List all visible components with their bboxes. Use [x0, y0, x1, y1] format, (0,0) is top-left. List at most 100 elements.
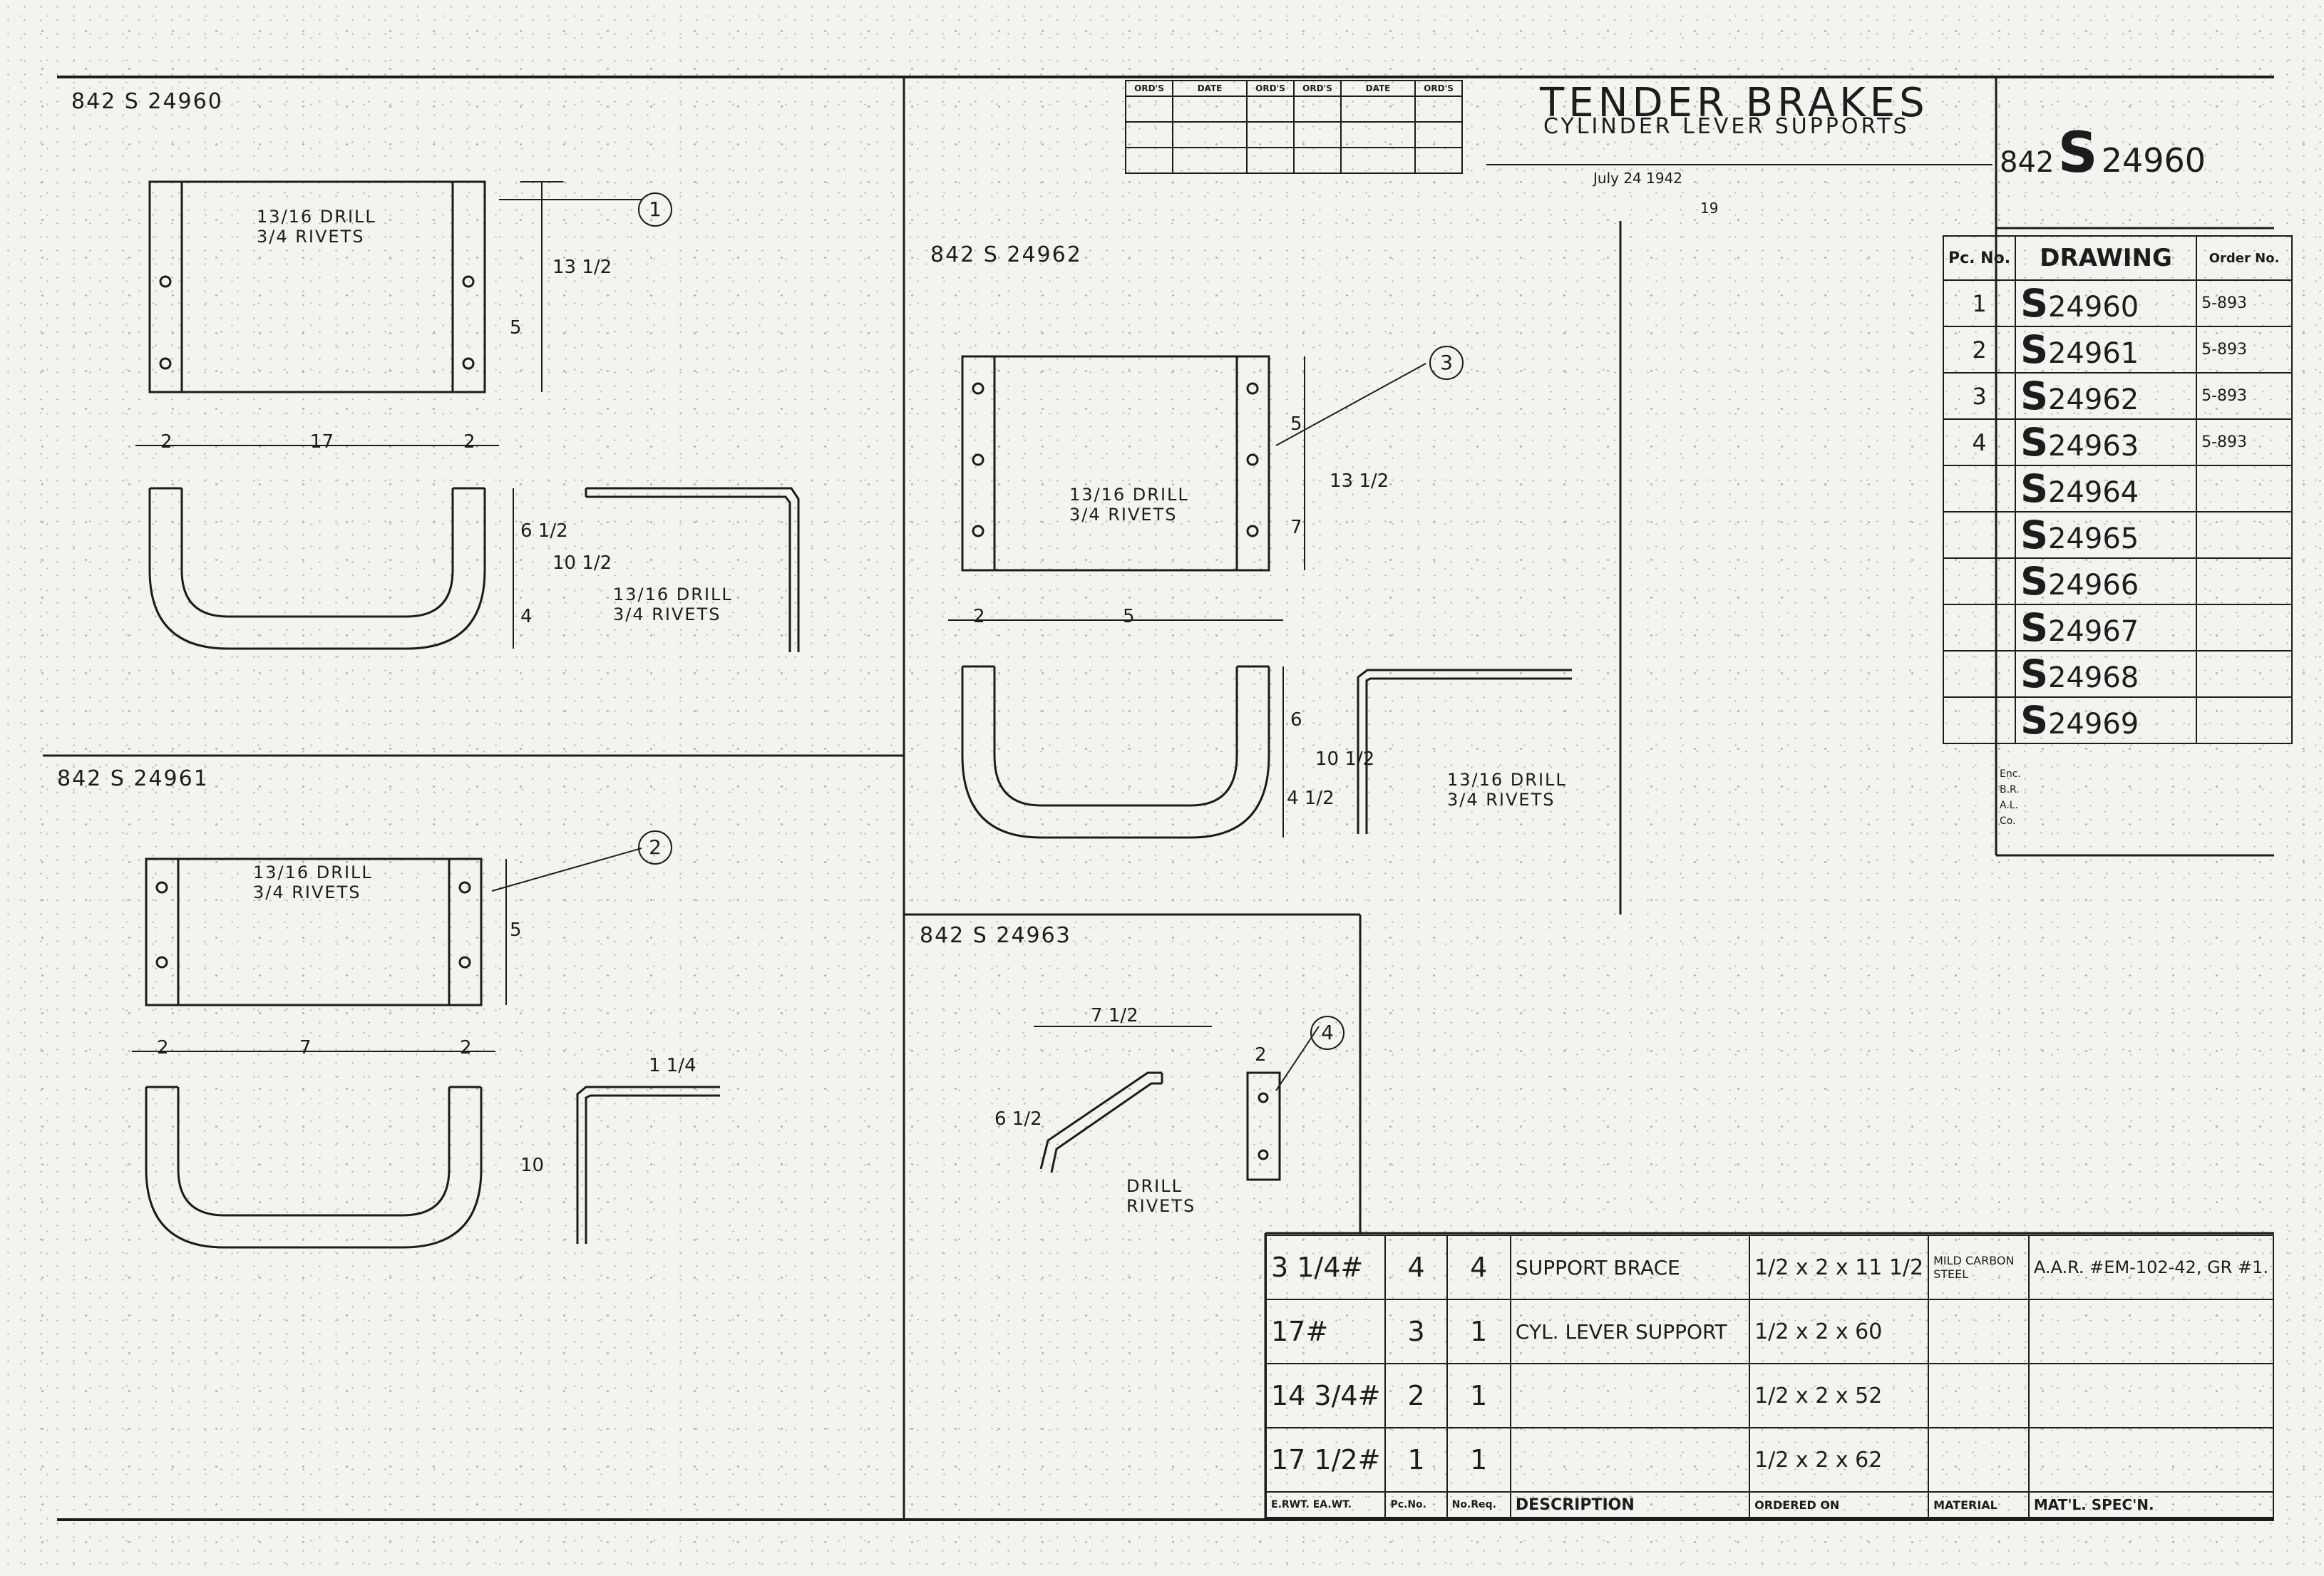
year-label: 19 — [1700, 200, 1719, 217]
drawing-title: TENDER BRAKES — [1540, 80, 1929, 126]
bom-ordered-on: 1/2 x 2 x 52 — [1749, 1363, 1930, 1428]
detail-1-dim-left: 2 — [160, 431, 173, 453]
bom-weight: 3 1/4# — [1265, 1235, 1387, 1300]
detail-2-drill-note: 13/16 DRILL 3/4 RIVETS — [253, 862, 373, 902]
drawing-list-order: 5-893 — [2196, 418, 2293, 466]
bom-ordered-on: 1/2 x 2 x 62 — [1749, 1427, 1930, 1493]
detail-2-dim-b: 10 — [520, 1155, 545, 1176]
drawing-list-order: 5-893 — [2196, 279, 2293, 327]
drawing-list-order: 5-893 — [2196, 326, 2293, 374]
detail-2-callout: 2 — [638, 830, 672, 865]
detail-1-dim-right: 2 — [463, 431, 475, 453]
drawing-list-order — [2196, 557, 2293, 605]
drawing-list-pc: 3 — [1942, 372, 2017, 420]
drawing-number: 842 S 24960 — [2000, 121, 2206, 185]
revision-grid: ORD'S DATE ORD'S ORD'S DATE ORD'S — [1125, 80, 1463, 174]
detail-3-dim-left: 2 — [973, 606, 985, 627]
drawing-list-row: S24966 — [1942, 557, 2293, 605]
detail-1-callout: 1 — [638, 192, 672, 227]
bom-description: SUPPORT BRACE — [1509, 1235, 1751, 1300]
detail-2-dim-c: 1 1/4 — [649, 1055, 696, 1076]
bom-spec — [2027, 1363, 2275, 1428]
detail-3-dim-a: 5 — [1290, 413, 1302, 435]
bom-header: DESCRIPTION — [1509, 1491, 1751, 1518]
drawing-list-pc — [1942, 650, 2017, 698]
bom-header: MATERIAL — [1928, 1491, 2030, 1518]
detail-4-dim-c: 2 — [1255, 1044, 1267, 1066]
drawing-list-number: S24965 — [2015, 511, 2198, 559]
drawing-list-row: S24968 — [1942, 650, 2293, 698]
detail-1-dim-c: 10 1/2 — [552, 552, 612, 574]
bom-header: MAT'L. SPEC'N. — [2027, 1491, 2275, 1518]
detail-1-drill-note: 13/16 DRILL 3/4 RIVETS — [257, 207, 376, 247]
drawing-list-number: S24969 — [2015, 696, 2198, 744]
bom-qty: 4 — [1446, 1235, 1511, 1300]
detail-3-drill-note: 13/16 DRILL 3/4 RIVETS — [1069, 485, 1189, 525]
bom-header: E.RWT. EA.WT. — [1265, 1491, 1387, 1518]
detail-1-dim-e: 4 — [520, 606, 533, 627]
drawing-list-number: S24962 — [2015, 372, 2198, 420]
drawing-list-order: 5-893 — [2196, 372, 2293, 420]
bom-description — [1509, 1427, 1751, 1493]
drawing-list-number: S24967 — [2015, 604, 2198, 651]
bom-pc: 4 — [1384, 1235, 1448, 1300]
detail-2-dim-a: 5 — [510, 920, 522, 941]
bom-description: CYL. LEVER SUPPORT — [1509, 1299, 1751, 1364]
detail-4-dim-a: 7 1/2 — [1091, 1005, 1138, 1026]
drawing-list-number: S24960 — [2015, 279, 2198, 327]
drawing-subtitle: CYLINDER LEVER SUPPORTS — [1543, 114, 1910, 139]
bom-qty: 1 — [1446, 1299, 1511, 1364]
drawing-list-pc — [1942, 511, 2017, 559]
detail-3-dim-d: 6 — [1290, 709, 1302, 731]
detail-3-dim-e: 10 1/2 — [1315, 748, 1375, 770]
bom-qty: 1 — [1446, 1427, 1511, 1493]
detail-3-ref: 842 S 24962 — [930, 242, 1082, 267]
detail-1-dim-a: 13 1/2 — [552, 257, 612, 278]
bom-material: MILD CARBON STEEL — [1928, 1235, 2030, 1300]
bom-material — [1928, 1299, 2030, 1364]
drawing-list-order — [2196, 650, 2293, 698]
bom-ordered-on: 1/2 x 2 x 60 — [1749, 1299, 1930, 1364]
drawing-list-order — [2196, 604, 2293, 651]
drawing-list-header-pc: Pc. No. — [1942, 235, 2017, 281]
bom-spec — [2027, 1427, 2275, 1493]
detail-4-dim-b: 6 1/2 — [994, 1108, 1042, 1130]
drawing-list-pc: 1 — [1942, 279, 2017, 327]
rev-header: ORD'S — [1414, 80, 1463, 97]
drawing-list-pc — [1942, 557, 2017, 605]
drawing-list-order — [2196, 465, 2293, 513]
drawing-list-row: S24964 — [1942, 465, 2293, 513]
bom-material — [1928, 1363, 2030, 1428]
approval-block: Enc. B.R. A.L. Co. — [2000, 768, 2021, 827]
detail-3-side-drill-note: 13/16 DRILL 3/4 RIVETS — [1447, 770, 1567, 810]
bom-ordered-on: 1/2 x 2 x 11 1/2 — [1749, 1235, 1930, 1300]
drawing-list-row: S24965 — [1942, 511, 2293, 559]
drawing-list-number: S24963 — [2015, 418, 2198, 466]
detail-2-dim-left: 2 — [157, 1037, 169, 1059]
drawing-list-pc: 4 — [1942, 418, 2017, 466]
drawn-by-row: July 24 1942 19 — [1486, 164, 1993, 224]
bom-header: ORDERED ON — [1749, 1491, 1930, 1518]
drawing-list-order — [2196, 696, 2293, 744]
detail-4-callout: 4 — [1310, 1016, 1344, 1050]
bom-weight: 17# — [1265, 1299, 1387, 1364]
detail-1-dim-b: 5 — [510, 317, 522, 339]
rev-header: DATE — [1172, 80, 1248, 97]
rev-header: DATE — [1340, 80, 1416, 97]
rev-header: ORD'S — [1246, 80, 1295, 97]
detail-1-dim-mid: 17 — [310, 431, 334, 453]
bom-pc: 3 — [1384, 1299, 1448, 1364]
drawing-list-pc: 2 — [1942, 326, 2017, 374]
detail-3-dim-b: 7 — [1290, 517, 1302, 538]
drawing-list-number: S24968 — [2015, 650, 2198, 698]
detail-1-side-drill-note: 13/16 DRILL 3/4 RIVETS — [613, 584, 733, 624]
